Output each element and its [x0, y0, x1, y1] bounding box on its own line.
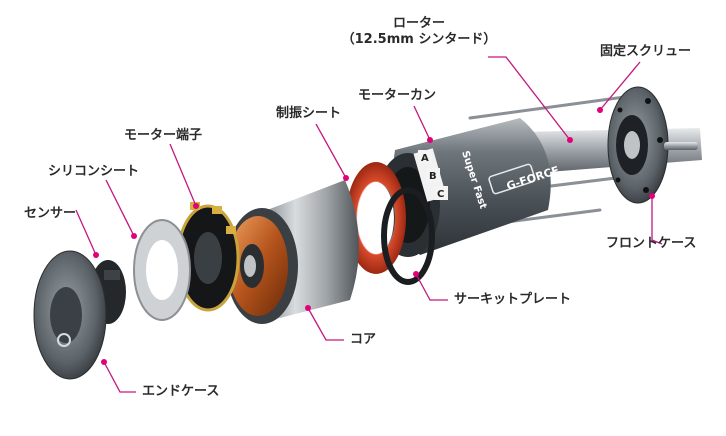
label-motor-can: モーターカン	[358, 88, 437, 103]
label-rotor-line2: （12.5mm シンタード）	[341, 32, 497, 47]
leader-damping-sheet	[315, 123, 347, 179]
label-rotor-line1: ローター	[392, 16, 445, 31]
leader-sensor	[75, 209, 97, 256]
end-case	[33, 250, 107, 380]
label-end-case: エンドケース	[142, 384, 220, 399]
label-motor-terminal: モーター端子	[124, 128, 203, 143]
leader-silicone-sheet	[105, 179, 135, 237]
leader-core	[307, 307, 344, 341]
label-fixing-screw: 固定スクリュー	[600, 44, 692, 59]
leader-motor-terminal	[169, 143, 197, 207]
motor-terminal	[176, 202, 240, 312]
leader-end-case	[103, 361, 136, 393]
can-letter: C	[437, 189, 444, 200]
leader-rotor	[488, 56, 571, 141]
leader-dots	[93, 107, 655, 365]
label-sensor: センサー	[24, 206, 77, 221]
can-letter-box	[426, 168, 440, 182]
can-letter-box	[418, 150, 432, 164]
label-circuit-plate: サーキットプレート	[454, 292, 572, 307]
can-letter: B	[429, 171, 437, 182]
label-silicone-sheet: シリコンシート	[48, 164, 140, 179]
leader-lines	[75, 56, 663, 393]
can-letter-boxes: ABC	[418, 150, 448, 200]
leader-fixing-screw	[599, 61, 641, 111]
leader-front-case	[651, 196, 663, 245]
can-letter-box	[434, 186, 448, 200]
stator-core	[226, 180, 359, 324]
label-damping-sheet: 制振シート	[276, 106, 342, 121]
label-rotor: ローター （12.5mm シンタード）	[334, 16, 504, 48]
leader-motor-can	[413, 105, 431, 141]
label-core: コア	[350, 332, 377, 347]
can-letter: A	[421, 153, 429, 164]
leader-circuit-plate	[415, 273, 448, 301]
label-front-case: フロントケース	[606, 236, 697, 251]
silicone-sheet	[133, 219, 191, 321]
front-case	[607, 86, 698, 204]
circuit-plate	[381, 187, 435, 285]
